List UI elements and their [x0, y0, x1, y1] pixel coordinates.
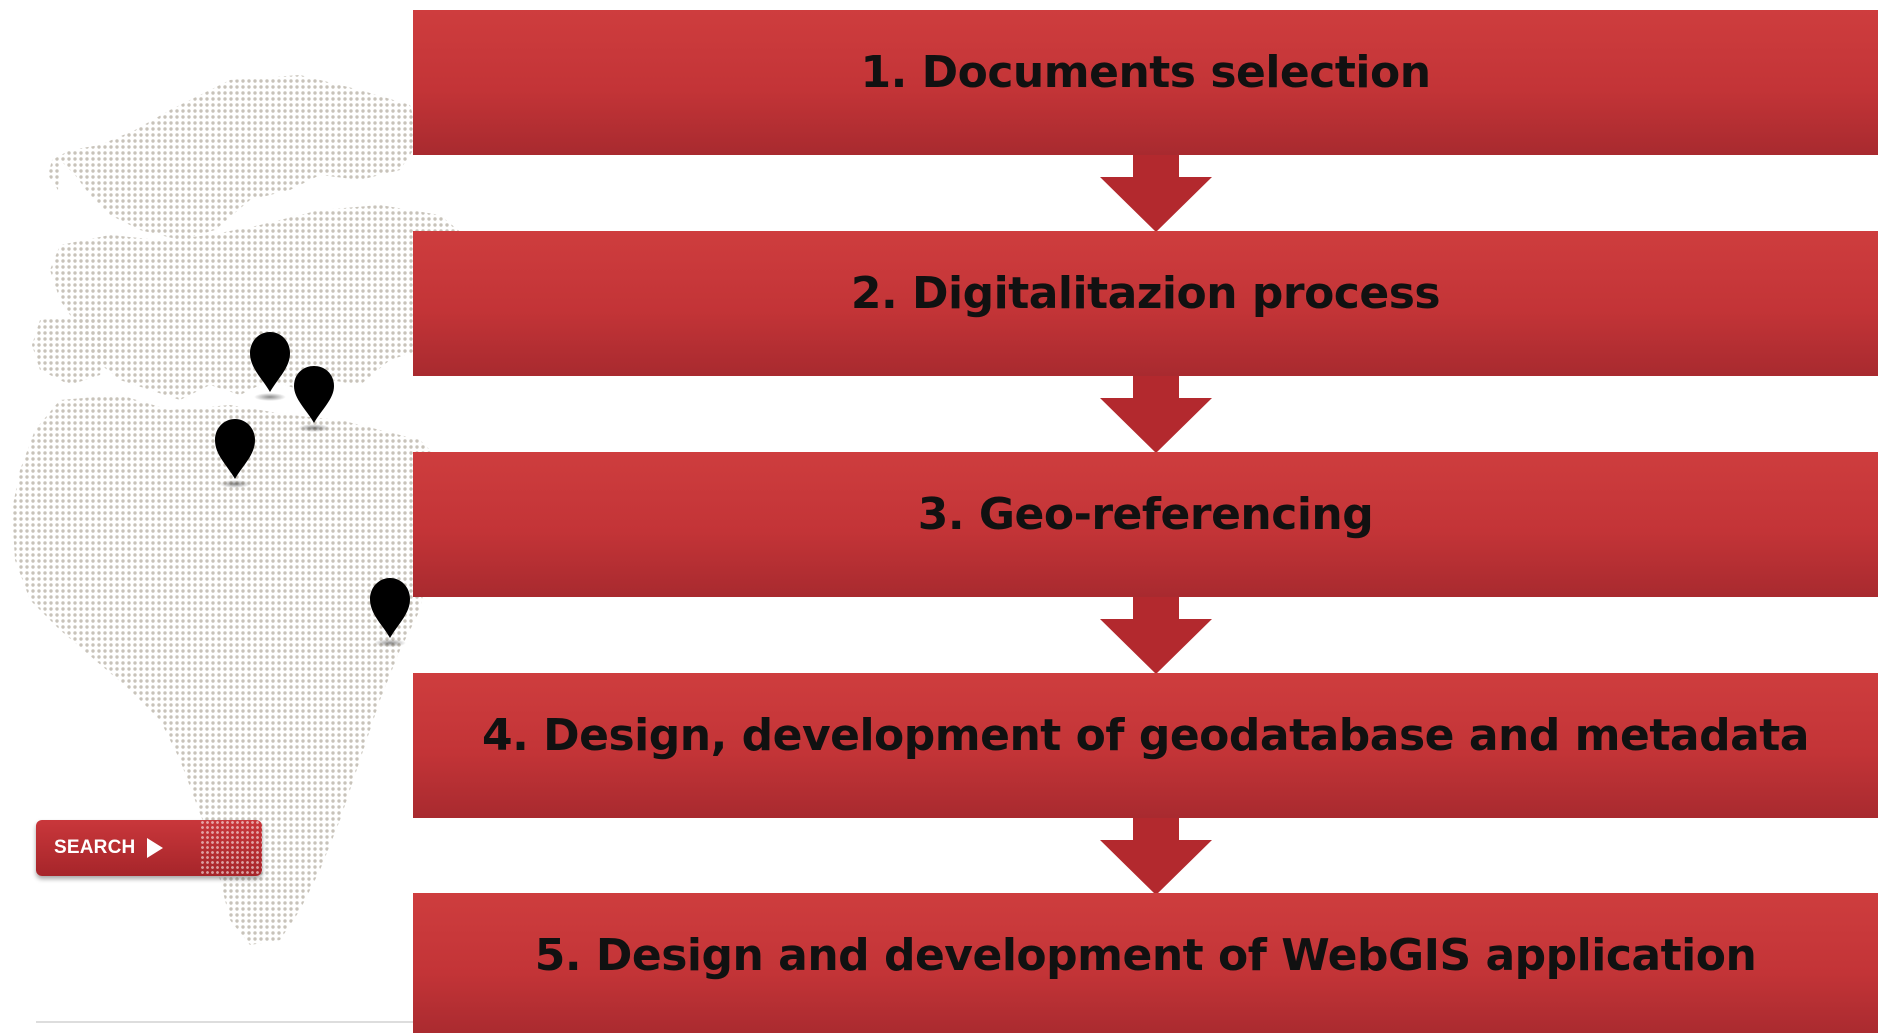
search-button-label: SEARCH [54, 837, 136, 858]
down-arrow-icon [1100, 597, 1212, 674]
play-icon [147, 838, 164, 858]
process-step-5: 5. Design and development of WebGIS appl… [413, 893, 1878, 1033]
down-arrow-icon [1100, 818, 1212, 895]
map-land-africa [12, 395, 455, 945]
map-land-iberia [32, 315, 110, 385]
step-label: 4. Design, development of geodatabase an… [481, 710, 1810, 761]
map-pin-icon [370, 578, 410, 647]
map-illustration [12, 75, 470, 945]
down-arrow-icon [1100, 376, 1212, 453]
step-label: 5. Design and development of WebGIS appl… [534, 930, 1757, 981]
map-pin-icon [294, 366, 334, 432]
map-pin-icon [250, 332, 290, 401]
divider [36, 1021, 436, 1023]
down-arrow-icon [1100, 155, 1212, 232]
step-label: 3. Geo-referencing [917, 489, 1374, 540]
map-land-north [48, 75, 420, 240]
dotted-map: SEARCH [0, 0, 480, 1033]
process-step-3: 3. Geo-referencing [413, 452, 1878, 597]
step-label: 2. Digitalitazion process [850, 268, 1441, 319]
map-land-europe [50, 205, 470, 400]
button-dot-texture [200, 820, 262, 876]
process-step-2: 2. Digitalitazion process [413, 231, 1878, 376]
process-step-1: 1. Documents selection [413, 10, 1878, 155]
search-button[interactable]: SEARCH [36, 820, 262, 876]
map-pin-icon [215, 419, 255, 488]
process-step-4: 4. Design, development of geodatabase an… [413, 673, 1878, 818]
step-label: 1. Documents selection [860, 47, 1431, 98]
